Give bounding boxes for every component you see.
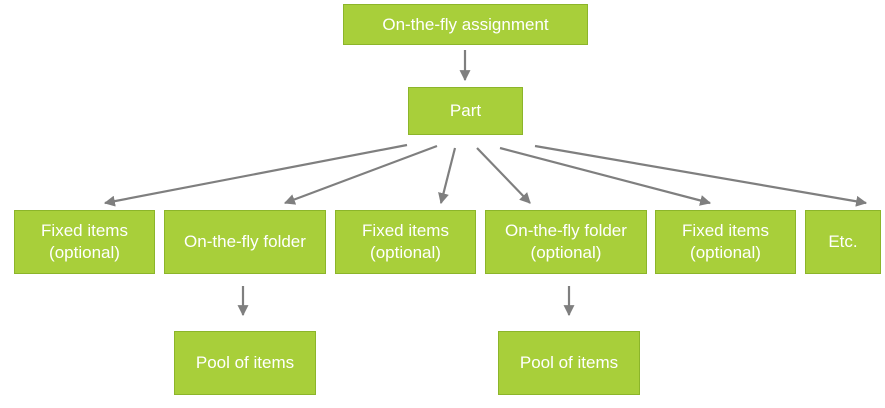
arrow-part-to-fixed-2 xyxy=(438,147,457,205)
node-part: Part xyxy=(408,87,523,135)
node-fixed-items-3: Fixed items (optional) xyxy=(655,210,796,274)
arrow-part-to-fixed-1 xyxy=(103,143,408,207)
arrow-part-to-fixed-3 xyxy=(499,146,712,206)
node-pool-of-items-1: Pool of items xyxy=(174,331,316,395)
node-etc: Etc. xyxy=(805,210,881,274)
node-pool-of-items-2: Pool of items xyxy=(498,331,640,395)
arrow-part-to-folder-1 xyxy=(283,144,438,205)
node-on-the-fly-folder-2: On-the-fly folder (optional) xyxy=(485,210,647,274)
arrow-part-to-etc xyxy=(534,144,868,207)
node-on-the-fly-assignment: On-the-fly assignment xyxy=(343,4,588,45)
node-fixed-items-1: Fixed items (optional) xyxy=(14,210,155,274)
node-fixed-items-2: Fixed items (optional) xyxy=(335,210,476,274)
arrow-part-to-folder-2 xyxy=(476,147,531,204)
node-on-the-fly-folder-1: On-the-fly folder xyxy=(164,210,326,274)
